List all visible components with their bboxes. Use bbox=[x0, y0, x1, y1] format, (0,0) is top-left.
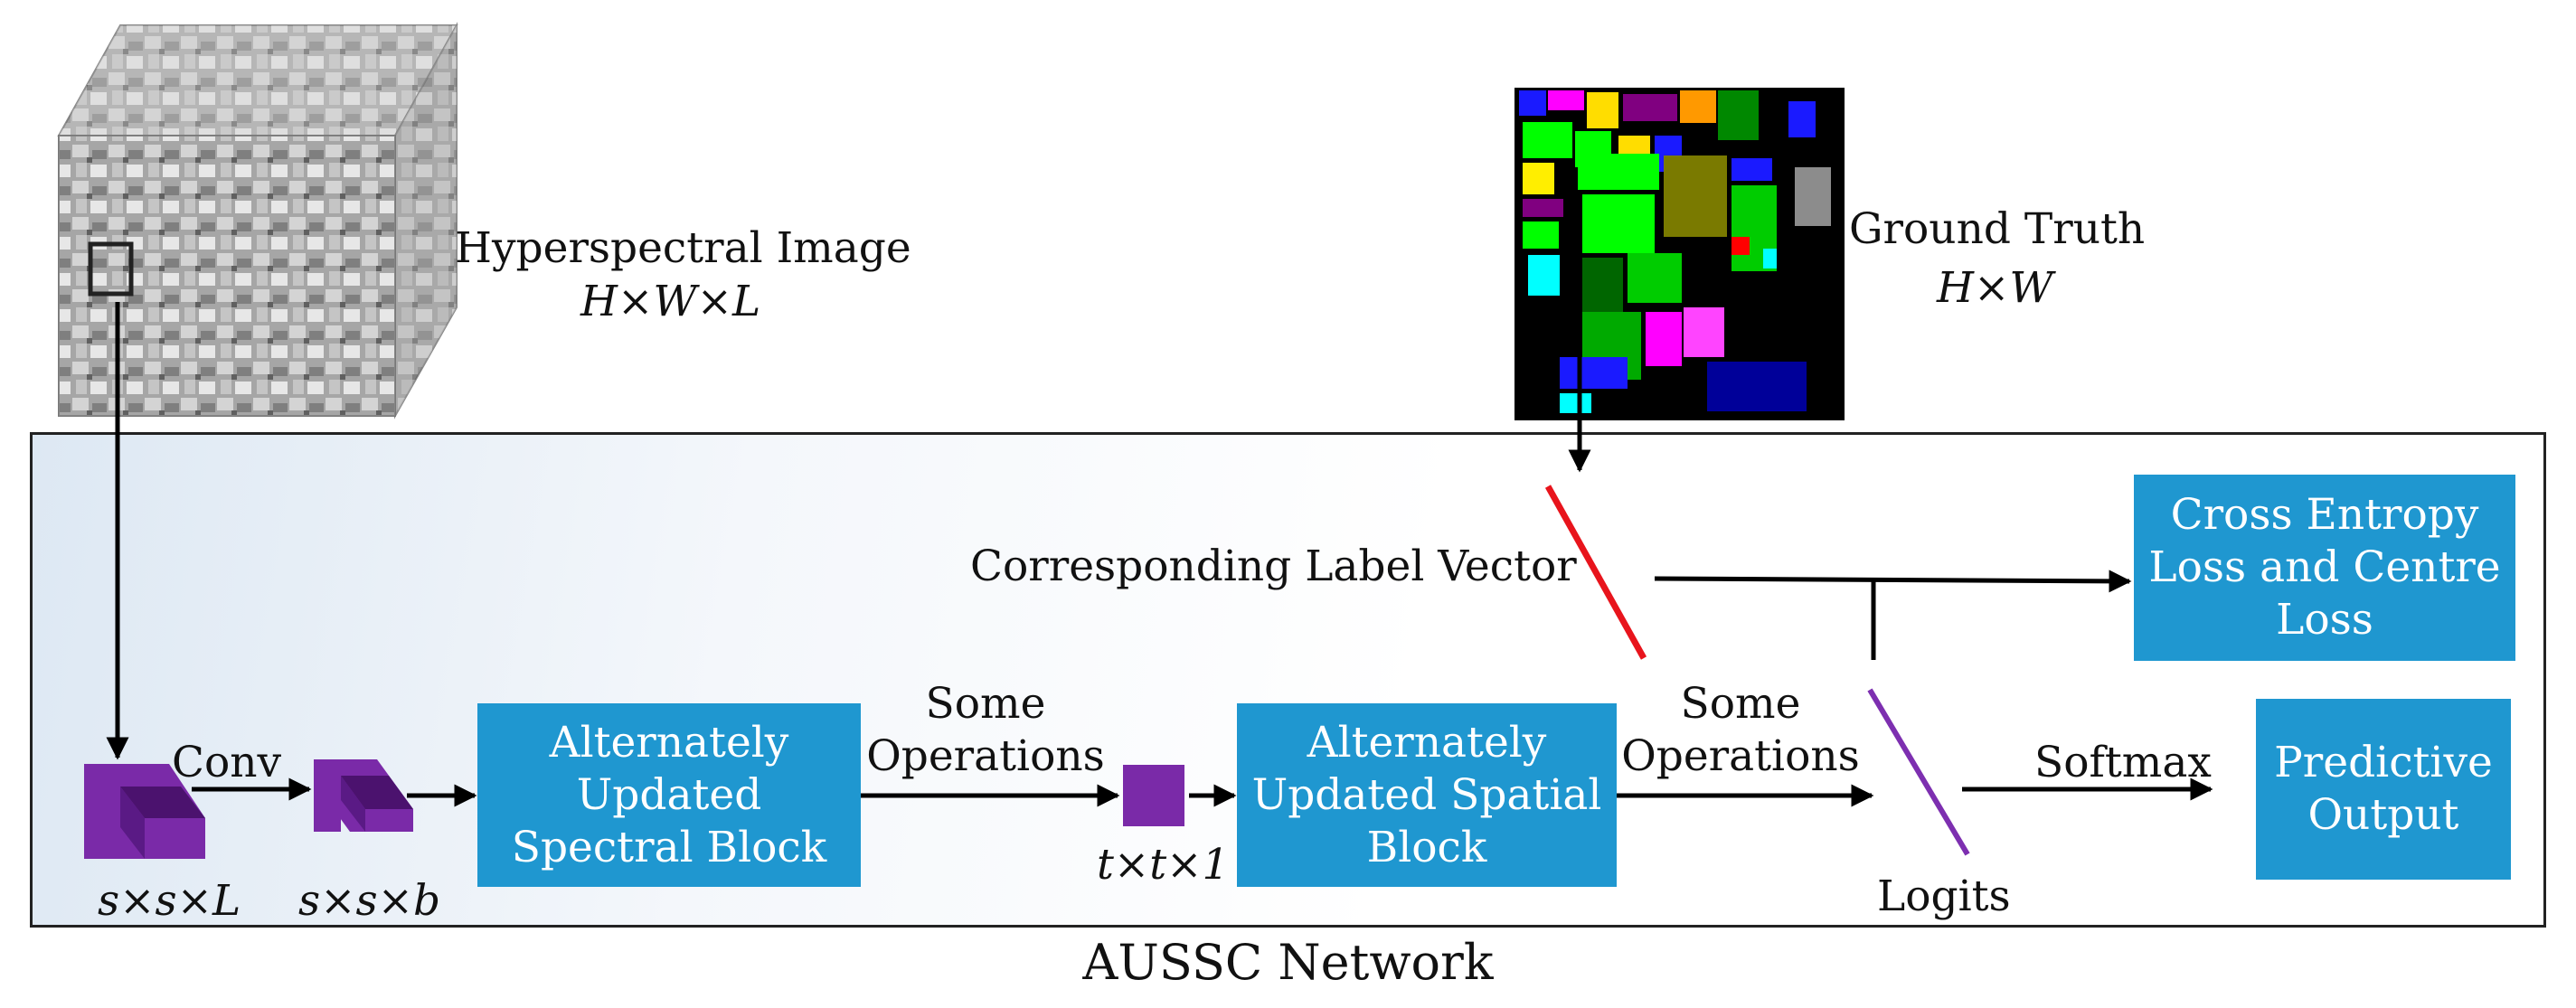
spectral-block: Alternately Updated Spectral Block bbox=[477, 703, 861, 887]
loss-block: Cross Entropy Loss and Centre Loss bbox=[2134, 475, 2515, 661]
spatial-block: Alternately Updated Spatial Block bbox=[1237, 703, 1617, 887]
predictive-output-block: Predictive Output bbox=[2256, 699, 2511, 880]
ops1-label: Some Operations bbox=[866, 679, 1105, 781]
label-vector-label: Corresponding Label Vector bbox=[970, 542, 1577, 591]
t-dims: t×t×1 bbox=[1097, 840, 1230, 890]
hsi-dims: H×W×L bbox=[580, 277, 761, 326]
softmax-label: Softmax bbox=[2034, 738, 2212, 787]
hyperspectral-cube-image bbox=[57, 22, 458, 419]
gt-label: Ground Truth bbox=[1849, 204, 2146, 254]
ground-truth-map-image bbox=[1514, 88, 1845, 420]
input-dims: s×s×L bbox=[98, 876, 241, 926]
hsi-label: Hyperspectral Image bbox=[455, 223, 911, 273]
ops2-label: Some Operations bbox=[1621, 679, 1860, 781]
conv-dims: s×s×b bbox=[298, 876, 441, 926]
conv-label: Conv bbox=[172, 738, 282, 787]
reduced-tensor-icon bbox=[1123, 765, 1184, 826]
input-patch-tensor-icon bbox=[84, 764, 205, 859]
label-vector-line bbox=[1544, 485, 1647, 660]
network-title: AUSSC Network bbox=[1082, 934, 1494, 991]
patch-selection-box bbox=[88, 241, 134, 297]
arrow-to-loss bbox=[1654, 570, 2132, 593]
logits-line bbox=[1867, 688, 1970, 856]
gt-dims: H×W bbox=[1937, 263, 2053, 313]
conv-feature-tensor-icon bbox=[314, 759, 413, 832]
logits-label: Logits bbox=[1877, 871, 2011, 921]
